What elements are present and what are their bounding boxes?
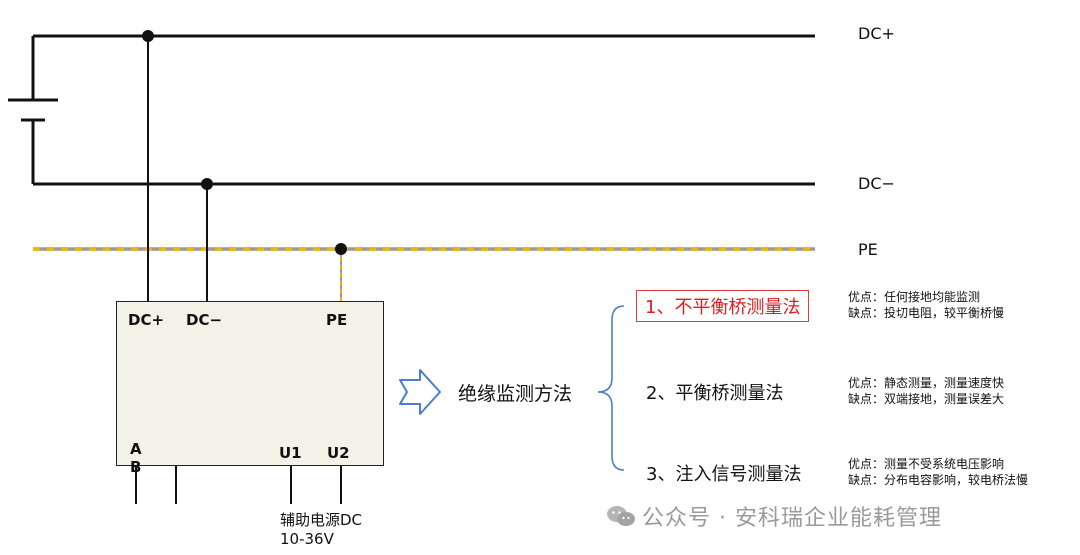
rail-label-dc-plus: DC+ — [858, 24, 895, 43]
right-arrow-icon — [399, 369, 441, 415]
terminal-label-b: B — [130, 458, 142, 476]
method-1-cons: 缺点：投切电阻，较平衡桥慢 — [848, 306, 1005, 320]
aux-power-label: 辅助电源DC 10-36V — [280, 511, 362, 549]
watermark: 公众号 · 安科瑞企业能耗管理 — [606, 500, 942, 532]
curly-brace — [597, 305, 625, 471]
method-3-label: 3、注入信号测量法 — [646, 464, 802, 485]
method-2-notes: 优点：静态测量，测量速度快 缺点：双端接地，测量误差大 — [848, 375, 1004, 407]
aux-power-line-1: 辅助电源DC — [280, 511, 363, 529]
rail-label-pe: PE — [858, 240, 878, 259]
method-1-notes: 优点：任何接地均能监测 缺点：投切电阻，较平衡桥慢 — [848, 289, 1004, 321]
terminal-label-u2: U2 — [327, 444, 350, 462]
method-2-label: 2、平衡桥测量法 — [646, 383, 784, 404]
junction-dot-pe — [335, 243, 347, 255]
method-3-pros: 优点：测量不受系统电压影响 — [848, 457, 1005, 471]
junction-dot-dc-minus — [201, 178, 213, 190]
rail-label-dc-minus: DC− — [858, 174, 895, 193]
method-1-label: 1、不平衡桥测量法 — [636, 290, 810, 322]
method-2-pros: 优点：静态测量，测量速度快 — [848, 376, 1005, 390]
aux-power-line-2: 10-36V — [280, 530, 334, 548]
main-title: 绝缘监测方法 — [458, 383, 573, 405]
insulation-monitor-device — [116, 301, 384, 466]
method-2-cons: 缺点：双端接地，测量误差大 — [848, 392, 1005, 406]
watermark-text: 公众号 · 安科瑞企业能耗管理 — [642, 506, 942, 531]
method-3-notes: 优点：测量不受系统电压影响 缺点：分布电容影响，较电桥法慢 — [848, 456, 1028, 488]
terminal-label-dc-plus: DC+ — [128, 311, 165, 329]
terminal-label-dc-minus: DC− — [186, 311, 223, 329]
method-3-cons: 缺点：分布电容影响，较电桥法慢 — [848, 473, 1029, 487]
wechat-icon — [607, 506, 635, 526]
terminal-label-a: A — [130, 440, 142, 458]
junction-dot-dc-plus — [142, 30, 154, 42]
terminal-label-u1: U1 — [279, 444, 302, 462]
terminal-label-pe: PE — [326, 311, 348, 329]
method-1-pros: 优点：任何接地均能监测 — [848, 290, 981, 304]
